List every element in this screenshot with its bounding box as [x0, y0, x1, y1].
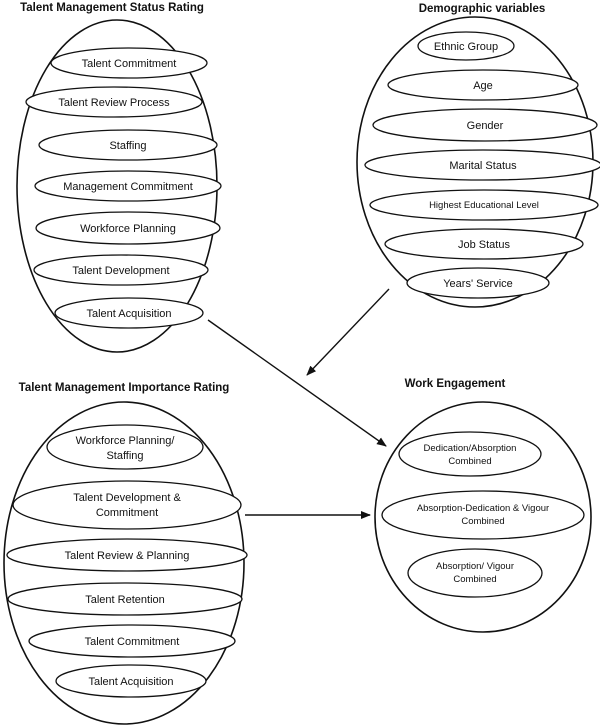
- engagement-item-oval: [407, 548, 543, 598]
- demographic-item-oval: [387, 69, 579, 101]
- demographic-items: Ethnic Group Age Gender Marital Status H…: [364, 31, 600, 299]
- status-rating-title: Talent Management Status Rating: [20, 2, 204, 14]
- work-engagement-title: Work Engagement: [405, 378, 506, 390]
- demographic-title: Demographic variables: [419, 3, 546, 15]
- importance-item-oval: [55, 664, 207, 698]
- status-item-oval: [38, 129, 218, 161]
- importance-item-label: Commitment: [96, 507, 158, 519]
- demographic-item-oval: [372, 108, 598, 142]
- status-item-oval: [54, 297, 204, 329]
- engagement-item-label: Dedication/Absorption: [424, 443, 517, 454]
- demographic-item-oval: [384, 228, 584, 260]
- status-item-label: Talent Acquisition: [87, 308, 172, 320]
- engagement-item-oval: [398, 431, 542, 477]
- importance-item-label: Talent Retention: [85, 594, 165, 606]
- demographic-item-label: Ethnic Group: [434, 41, 498, 53]
- importance-item-oval: [12, 480, 242, 530]
- engagement-item-label: Combined: [461, 516, 504, 527]
- demographic-item-label: Years' Service: [443, 278, 513, 290]
- demographic-item-label: Age: [473, 80, 493, 92]
- importance-item-oval: [6, 538, 248, 572]
- status-item-label: Talent Development: [72, 265, 169, 277]
- status-item-label: Workforce Planning: [80, 223, 176, 235]
- importance-item-oval: [28, 624, 236, 658]
- status-to-engagement-arrow: [207, 319, 387, 447]
- status-item-oval: [25, 86, 203, 118]
- demographic-arrow: [306, 288, 390, 376]
- importance-rating-title: Talent Management Importance Rating: [19, 382, 230, 394]
- status-item-oval: [50, 47, 208, 79]
- importance-item-label: Talent Acquisition: [89, 676, 174, 688]
- importance-item-label: Talent Review & Planning: [65, 550, 190, 562]
- demographic-item-label: Gender: [467, 120, 504, 132]
- status-item-label: Talent Commitment: [82, 58, 177, 70]
- engagement-item-oval: [381, 490, 585, 540]
- demographic-item-oval: [417, 31, 515, 61]
- status-item-oval: [33, 254, 209, 286]
- status-item-oval: [34, 170, 222, 202]
- status-item-label: Staffing: [109, 140, 146, 152]
- demographic-item-oval: [369, 189, 599, 221]
- demographic-item-oval: [364, 149, 600, 181]
- demographic-item-label: Highest Educational Level: [429, 200, 539, 211]
- engagement-item-label: Combined: [448, 456, 491, 467]
- demographic-item-label: Marital Status: [449, 160, 517, 172]
- demographic-item-label: Job Status: [458, 239, 510, 251]
- engagement-item-label: Absorption-Dedication & Vigour: [417, 503, 549, 514]
- importance-item-label: Talent Commitment: [85, 636, 180, 648]
- importance-item-label: Workforce Planning/: [76, 435, 176, 447]
- importance-rating-items: Workforce Planning/ Staffing Talent Deve…: [6, 424, 248, 698]
- status-item-label: Talent Review Process: [58, 97, 170, 109]
- importance-item-label: Staffing: [106, 450, 143, 462]
- demographic-item-oval: [406, 267, 550, 299]
- importance-item-label: Talent Development &: [73, 492, 181, 504]
- status-rating-items: Talent Commitment Talent Review Process …: [25, 47, 222, 329]
- engagement-item-label: Absorption/ Vigour: [436, 561, 514, 572]
- importance-item-oval: [46, 424, 204, 470]
- work-engagement-items: Dedication/Absorption Combined Absorptio…: [381, 431, 585, 598]
- status-item-label: Management Commitment: [63, 181, 193, 193]
- importance-item-oval: [7, 582, 243, 616]
- engagement-item-label: Combined: [453, 574, 496, 585]
- status-item-oval: [35, 211, 221, 245]
